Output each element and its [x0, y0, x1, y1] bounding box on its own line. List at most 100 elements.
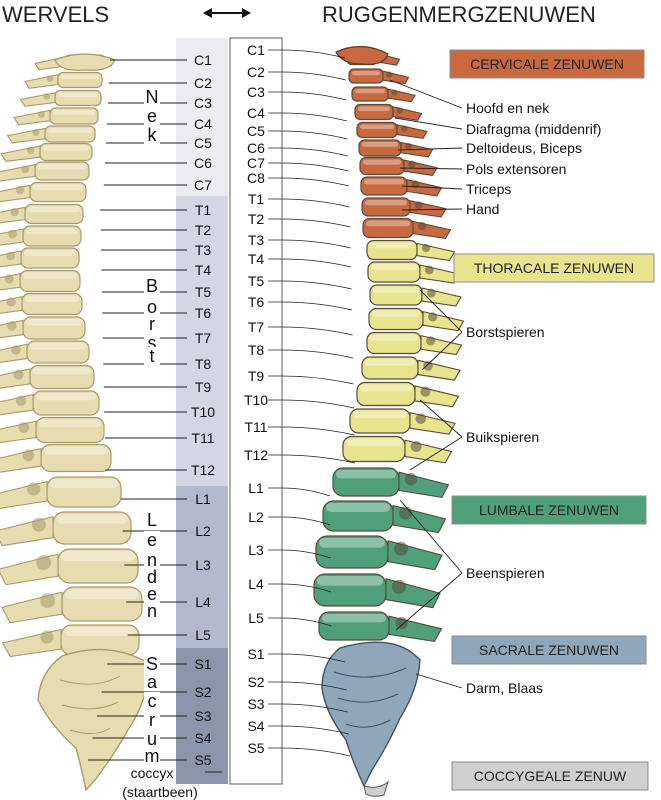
function-wrist: Pols extensoren: [466, 161, 566, 177]
region-letter: m: [145, 746, 160, 766]
vertebra-label-l4: L4: [195, 594, 211, 610]
nerve-leader-t11: [268, 426, 355, 436]
section-box-sacral: [451, 635, 647, 665]
vertebra-label-t10: T10: [191, 404, 215, 420]
nerve-label-s4: S4: [247, 718, 264, 734]
coccyx-sublabel: (staartbeen): [122, 784, 197, 800]
function-triceps: Triceps: [466, 181, 511, 197]
coccyx-label: coccyx: [131, 765, 174, 781]
nerve-leader-t3: [268, 239, 351, 249]
vertebra-bone: [0, 511, 132, 547]
vertebra-bone: [0, 364, 95, 390]
function-leader: [395, 572, 463, 631]
function-leader: [401, 208, 463, 211]
vertebra-label-t9: T9: [195, 379, 212, 395]
vertebra-bone: [322, 500, 447, 534]
function-hand: Hand: [466, 201, 499, 217]
vertebra-label-c4: C4: [194, 116, 212, 132]
region-letter: r: [149, 314, 155, 334]
function-leader: [419, 289, 463, 333]
vertebra-label-t12: T12: [191, 462, 215, 478]
vertebra-bone: [19, 89, 102, 107]
section-label-lumbar: LUMBALE ZENUWEN: [479, 502, 619, 518]
nerve-column: [229, 37, 283, 785]
function-leader: [399, 499, 463, 574]
vertebra-bone: [315, 535, 443, 571]
function-diaphragm: Diafragma (middenrif): [466, 121, 601, 137]
nerve-label-c1: C1: [247, 42, 265, 58]
section-box-cervical: [449, 49, 645, 79]
function-leader: [389, 79, 463, 109]
nerve-leader-t5: [268, 280, 352, 290]
region-letter: e: [147, 584, 157, 604]
region-letter: a: [147, 672, 158, 692]
function-leader: [401, 185, 463, 190]
function-leader: [394, 117, 463, 130]
vertebra-label-l1: L1: [195, 491, 211, 507]
vertebra-column-lumbar-bg: [176, 486, 228, 648]
nerve-label-t12: T12: [244, 447, 268, 463]
function-leader: [409, 436, 463, 471]
double-arrow-icon: [203, 8, 251, 18]
nerve-label-t10: T10: [244, 392, 268, 408]
section-box-thoracic: [453, 253, 655, 283]
vertebra-bone: [351, 86, 416, 103]
vertebra-bone: [1, 624, 140, 658]
nerve-label-s2: S2: [247, 674, 264, 690]
nerve-leader-c6: [268, 147, 349, 157]
nerve-label-s5: S5: [247, 740, 264, 756]
right-spine-illustration: [313, 45, 465, 797]
vertebra-bone: [359, 156, 438, 176]
function-leader: [421, 331, 463, 371]
right-title: RUGGENMERGZENUWEN: [322, 2, 596, 27]
nerve-label-c8: C8: [247, 170, 265, 186]
vertebra-label-t6: T6: [195, 305, 212, 321]
nerve-label-l3: L3: [248, 542, 264, 558]
nerve-leader-c8: [268, 177, 349, 187]
nerve-leader-c1: [268, 49, 346, 59]
nerve-leader-c7: [268, 162, 349, 172]
vertebra-label-c2: C2: [194, 75, 212, 91]
region-letter: e: [147, 106, 157, 126]
vertebra-bone: [348, 68, 410, 85]
vertebra-bone: [0, 247, 80, 269]
section-label-coccygeal: COCCYGEALE ZENUW: [474, 768, 627, 784]
region-word-chest: Borst: [144, 276, 160, 366]
region-letter: n: [147, 550, 157, 570]
vertebra-label-c7: C7: [194, 177, 212, 193]
function-leader: [397, 147, 463, 151]
vertebra-bone: [368, 307, 465, 332]
vertebra-bone: [369, 284, 462, 307]
vertebra-bone: [360, 176, 443, 197]
section-label-cervical: CERVICALE ZENUWEN: [470, 56, 624, 72]
nerve-label-c3: C3: [247, 84, 265, 100]
nerve-leader-l5: [268, 617, 332, 627]
vertebra-bone: [362, 217, 452, 240]
nerve-label-l5: L5: [248, 610, 264, 626]
left-title: WERVELS: [2, 2, 109, 27]
vertebra-bone: [24, 71, 103, 89]
nerve-leader-t7: [268, 326, 353, 336]
vertebra-bone: [356, 381, 460, 408]
nerve-leader-s3: [268, 703, 348, 713]
function-bowel-bladder: Darm, Blaas: [466, 680, 543, 696]
nerve-label-c2: C2: [247, 64, 265, 80]
region-letter: u: [147, 729, 157, 749]
region-letter: n: [147, 601, 157, 621]
vertebra-bone: [366, 331, 463, 356]
function-head-neck: Hoofd en nek: [466, 100, 550, 116]
vertebra-label-s2: S2: [194, 684, 211, 700]
vertebra-label-t8: T8: [195, 356, 212, 372]
nerve-label-t2: T2: [248, 211, 265, 227]
nerve-leader-s2: [268, 681, 347, 691]
vertebra-bone: [0, 416, 105, 444]
nerve-label-c5: C5: [247, 123, 265, 139]
region-letter: e: [147, 530, 157, 550]
atlas-bone: [54, 53, 116, 71]
nerve-label-t11: T11: [244, 419, 267, 435]
vertebra-bone: [0, 161, 90, 182]
function-leader: [399, 167, 463, 170]
vertebra-column: [176, 38, 228, 784]
